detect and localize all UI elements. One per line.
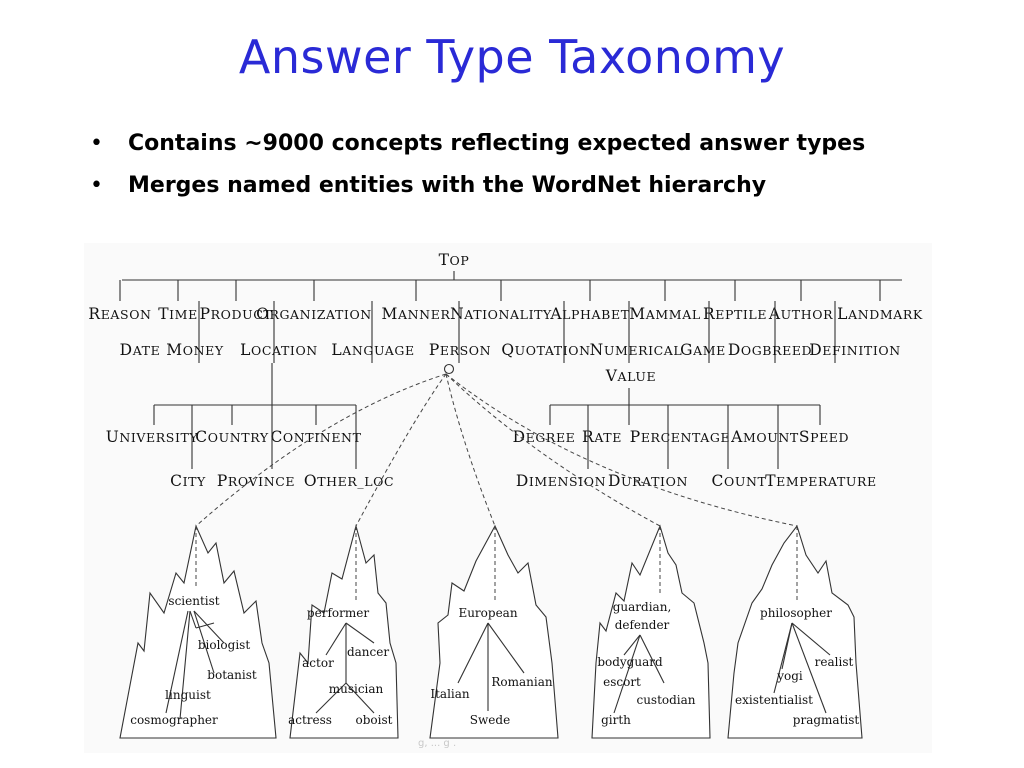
node-language: LANGUAGE bbox=[331, 341, 414, 359]
leaf-realist: realist bbox=[815, 655, 854, 669]
tree-edge bbox=[623, 634, 641, 656]
tree-edge bbox=[179, 610, 191, 720]
node-time: TIME bbox=[158, 305, 198, 323]
node-dogbreed: DOGBREED bbox=[728, 341, 812, 359]
bullet-text: Contains ~9000 concepts reflecting expec… bbox=[128, 131, 866, 156]
node-amount: AMOUNT bbox=[730, 428, 799, 446]
node-author: AUTHOR bbox=[768, 305, 833, 323]
tree-edge bbox=[613, 634, 641, 714]
node-nationality: NATIONALITY bbox=[450, 305, 552, 323]
node-alphabet: ALPHABET bbox=[549, 305, 629, 323]
tree-edge bbox=[315, 682, 347, 714]
node-degree: DEGREE bbox=[513, 428, 576, 446]
node-quotation: QUOTATION bbox=[501, 341, 590, 359]
tree-edge bbox=[345, 622, 375, 644]
leaf-musician: musician bbox=[329, 682, 384, 696]
bullet-item: • Contains ~9000 concepts reflecting expe… bbox=[90, 124, 865, 166]
person-hierarchy-link bbox=[445, 373, 798, 527]
node-reason: REASON bbox=[88, 305, 151, 323]
node-landmark: LANDMARK bbox=[837, 305, 923, 323]
node-dimension: DIMENSION bbox=[516, 472, 606, 490]
node-numerical: NUMERICAL bbox=[590, 341, 683, 359]
leaf-dancer: dancer bbox=[347, 645, 389, 659]
node-date: DATE bbox=[120, 341, 161, 359]
node-organization: ORGANIZATION bbox=[256, 305, 372, 323]
node-numerical-value: VALUE bbox=[605, 367, 657, 385]
leaf-scientist: scientist bbox=[168, 594, 219, 608]
leaf-escort: escort bbox=[603, 675, 641, 689]
bullet-list: • Contains ~9000 concepts reflecting expe… bbox=[90, 124, 865, 208]
node-continent: CONTINENT bbox=[270, 428, 361, 446]
tree-edge bbox=[639, 634, 665, 684]
node-percentage: PERCENTAGE bbox=[630, 428, 730, 446]
slide-title: Answer Type Taxonomy bbox=[238, 30, 786, 84]
person-hierarchy-link bbox=[355, 373, 447, 527]
leaf-custodian: custodian bbox=[636, 693, 695, 707]
leaf-linguist: linguist bbox=[165, 688, 211, 702]
bullet-text: Merges named entities with the WordNet h… bbox=[128, 173, 767, 198]
leaf-performer: performer bbox=[307, 606, 369, 620]
leaf-romanian: Romanian bbox=[491, 675, 553, 689]
leaf-botanist: botanist bbox=[207, 668, 257, 682]
node-product: PRODUCT bbox=[200, 305, 273, 323]
tree-edge bbox=[487, 622, 525, 674]
bullet-dot-icon: • bbox=[90, 131, 103, 156]
tree-edge bbox=[791, 622, 831, 656]
tree-edge bbox=[193, 610, 225, 644]
leaf-yogi: yogi bbox=[776, 669, 803, 683]
node-temperature: TEMPERATURE bbox=[765, 472, 877, 490]
leaf-biologist: biologist bbox=[198, 638, 250, 652]
leaf-bodyguard: bodyguard bbox=[597, 655, 663, 669]
leaf-actor: actor bbox=[302, 656, 334, 670]
node-money: MONEY bbox=[166, 341, 224, 359]
tree-edge bbox=[791, 622, 827, 714]
node-game: GAME bbox=[680, 341, 726, 359]
leaf-guardian: guardian, bbox=[613, 600, 672, 614]
node-other-loc: OTHER_LOC bbox=[304, 472, 394, 490]
tree-edge bbox=[189, 610, 197, 629]
node-province: PROVINCE bbox=[217, 472, 295, 490]
node-mammal: MAMMAL bbox=[629, 305, 700, 323]
leaf-actress: actress bbox=[288, 713, 332, 727]
bullet-item: • Merges named entities with the WordNet … bbox=[90, 166, 865, 208]
tree-edge bbox=[193, 610, 215, 674]
node-location: LOCATION bbox=[240, 341, 318, 359]
leaf-philosopher: philosopher bbox=[760, 606, 832, 620]
person-hierarchy-link bbox=[445, 373, 496, 527]
tree-edge bbox=[165, 610, 189, 714]
tree-edge bbox=[457, 622, 489, 684]
leaf-pragmatist: pragmatist bbox=[793, 713, 860, 727]
tree-edge bbox=[773, 622, 793, 694]
node-country: COUNTRY bbox=[195, 428, 269, 446]
bullet-dot-icon: • bbox=[90, 173, 103, 198]
leaf-italian: Italian bbox=[430, 687, 470, 701]
leaf-girth: girth bbox=[601, 713, 631, 727]
leaf-european: European bbox=[458, 606, 517, 620]
node-city: CITY bbox=[170, 472, 206, 490]
leaf-cosmographer: cosmographer bbox=[130, 713, 218, 727]
leaf-existentialist: existentialist bbox=[735, 693, 813, 707]
leaf-defender: defender bbox=[615, 618, 670, 632]
node-university: UNIVERSITY bbox=[106, 428, 199, 446]
person-hierarchy-link bbox=[195, 373, 447, 527]
footer-text: g, ... g . bbox=[418, 738, 457, 749]
hierarchy-mountain bbox=[119, 524, 277, 739]
hierarchy-mountain bbox=[289, 523, 399, 739]
tree-edge bbox=[345, 682, 375, 714]
node-manner: MANNER bbox=[382, 305, 451, 323]
root-node-top: TOP bbox=[439, 251, 470, 269]
leaf-swede: Swede bbox=[470, 713, 510, 727]
leaf-oboist: oboist bbox=[356, 713, 393, 727]
node-count: COUNT bbox=[712, 472, 767, 490]
person-hierarchy-link bbox=[445, 373, 661, 527]
node-speed: SPEED bbox=[799, 428, 849, 446]
node-duration: DURATION bbox=[608, 472, 688, 490]
node-person: PERSON bbox=[429, 341, 491, 359]
node-reptile: REPTILE bbox=[703, 305, 767, 323]
person-node-circle bbox=[443, 363, 455, 375]
node-definition: DEFINITION bbox=[809, 341, 901, 359]
tree-edge bbox=[325, 622, 347, 656]
